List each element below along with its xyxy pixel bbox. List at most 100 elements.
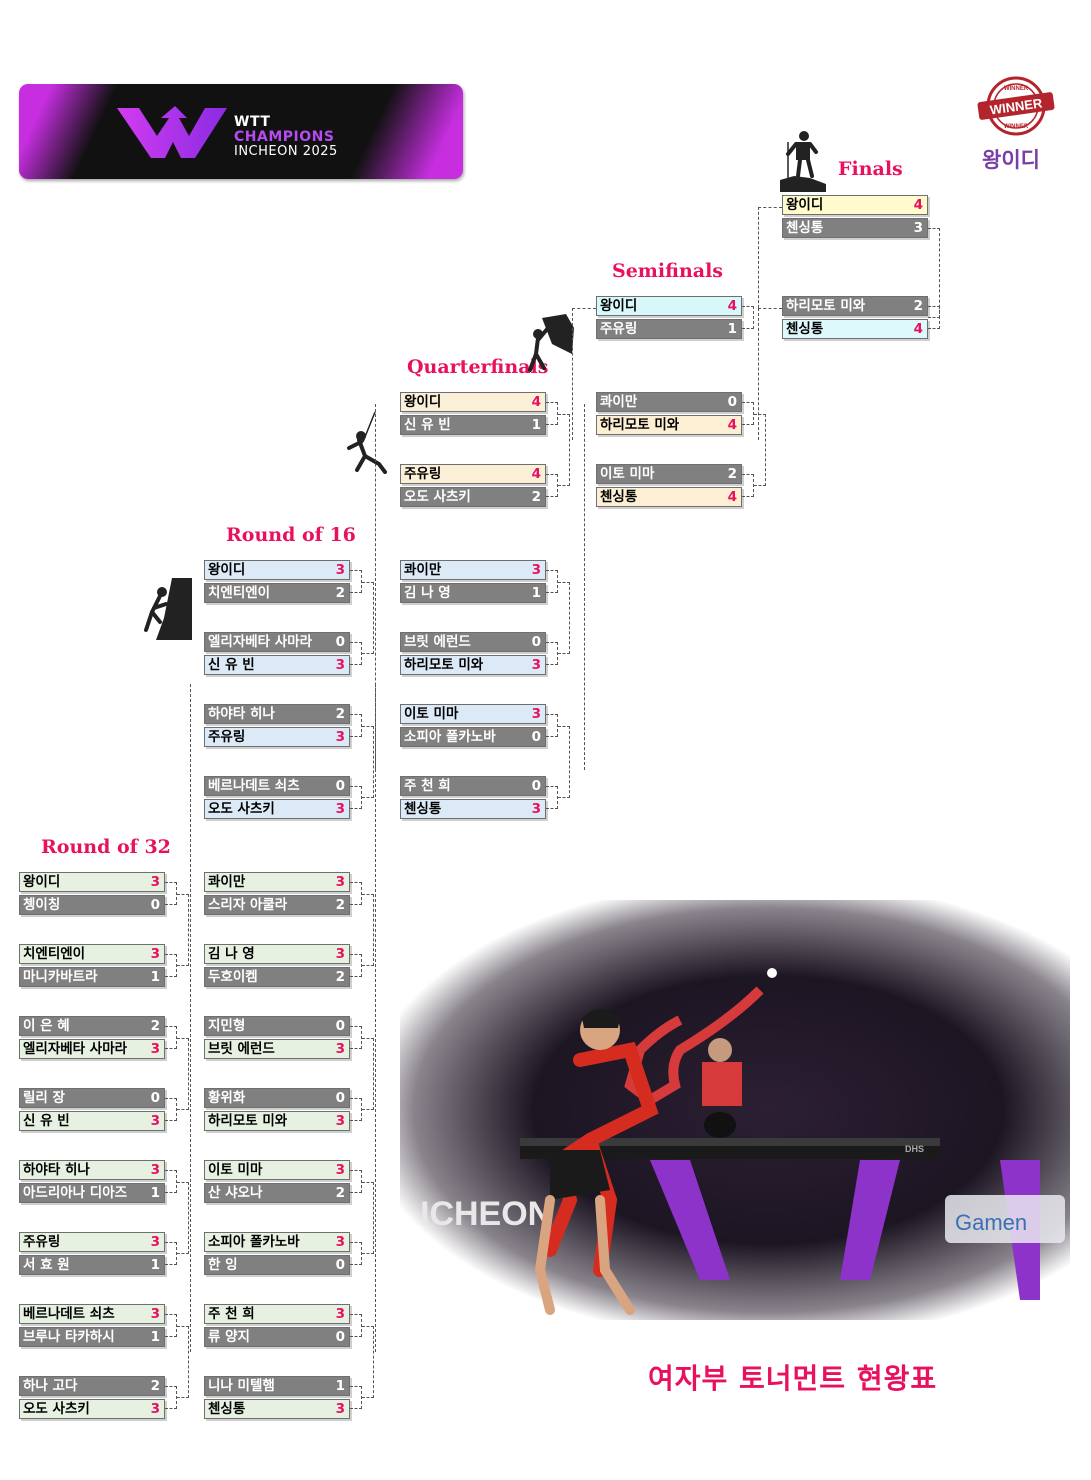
player-box-r32-12-1: 산 샤오나 2 bbox=[204, 1183, 350, 1203]
player-score: 3 bbox=[150, 1162, 160, 1178]
event-banner: WTT CHAMPIONS INCHEON 2025 bbox=[19, 84, 463, 179]
player-score: 4 bbox=[727, 298, 737, 314]
player-score: 3 bbox=[531, 706, 541, 722]
final-link bbox=[758, 207, 782, 208]
player-name: 산 샤오나 bbox=[208, 1185, 263, 1201]
player-name: 왕이디 bbox=[23, 874, 61, 890]
player-box-r16-2-1: 주유링 3 bbox=[204, 727, 350, 747]
player-name: 브루나 타카하시 bbox=[23, 1329, 115, 1345]
player-name: 하리모토 미와 bbox=[208, 1113, 288, 1129]
player-name: 콰이만 bbox=[600, 394, 638, 410]
player-score: 2 bbox=[531, 489, 541, 505]
player-name: 주유링 bbox=[404, 466, 442, 482]
player-name: 왕이디 bbox=[600, 298, 638, 314]
player-name: 하리모토 미와 bbox=[600, 417, 680, 433]
player-score: 3 bbox=[335, 729, 345, 745]
player-score: 1 bbox=[531, 417, 541, 433]
title-semifinals: Semifinals bbox=[612, 260, 723, 282]
player-box-r16-5-0: 브릿 에런드 0 bbox=[400, 632, 546, 652]
player-name: 베르나데트 쇠츠 bbox=[208, 778, 300, 794]
match-connector-r32-1-0 bbox=[350, 882, 362, 905]
player-score: 4 bbox=[727, 417, 737, 433]
match-connector-r32-0-4 bbox=[165, 1170, 177, 1193]
player-score: 2 bbox=[335, 1185, 345, 1201]
climber-2-icon bbox=[347, 412, 387, 474]
player-name: 하야타 히나 bbox=[208, 706, 275, 722]
player-box-r16-7-0: 주 천 희 0 bbox=[400, 776, 546, 796]
match-connector-r32-1-7 bbox=[350, 1386, 362, 1409]
player-score: 3 bbox=[335, 801, 345, 817]
player-score: 0 bbox=[335, 1018, 345, 1034]
player-name: 니나 미텔햄 bbox=[208, 1378, 275, 1394]
player-box-r16-6-0: 이토 미마 3 bbox=[400, 704, 546, 724]
match-connector-r32-0-0 bbox=[165, 882, 177, 905]
player-score: 0 bbox=[531, 778, 541, 794]
player-name: 왕이디 bbox=[208, 562, 246, 578]
player-score: 3 bbox=[335, 1401, 345, 1417]
svg-text:ICHEON: ICHEON bbox=[420, 1195, 552, 1233]
player-name: 브릿 에런드 bbox=[404, 634, 471, 650]
player-score: 4 bbox=[531, 466, 541, 482]
match-connector-r32-1-2 bbox=[350, 1026, 362, 1049]
player-box-r32-11-1: 하리모토 미와 3 bbox=[204, 1111, 350, 1131]
player-score: 0 bbox=[531, 634, 541, 650]
player-score: 0 bbox=[150, 897, 160, 913]
pair-connector-r32-1-1 bbox=[362, 1038, 374, 1110]
svg-text:DHS: DHS bbox=[905, 1144, 924, 1154]
player-name: 지민형 bbox=[208, 1018, 246, 1034]
player-score: 3 bbox=[335, 1306, 345, 1322]
player-score: 3 bbox=[335, 562, 345, 578]
player-score: 3 bbox=[335, 1113, 345, 1129]
player-score: 3 bbox=[335, 657, 345, 673]
player-name: 치엔티엔이 bbox=[208, 585, 271, 601]
player-name: 주 천 희 bbox=[404, 778, 451, 794]
pair-connector-r32-0-0 bbox=[177, 894, 189, 966]
player-score: 1 bbox=[150, 969, 160, 985]
sf-link-left bbox=[572, 308, 596, 309]
sf-trunk-left bbox=[572, 308, 573, 440]
player-name: 김 나 영 bbox=[208, 946, 255, 962]
player-name: 두호이켐 bbox=[208, 969, 258, 985]
match-connector-r32-0-6 bbox=[165, 1314, 177, 1337]
player-score: 1 bbox=[150, 1329, 160, 1345]
player-score: 3 bbox=[150, 1306, 160, 1322]
pair-connector-r16-0-0 bbox=[362, 582, 374, 654]
player-name: 주유링 bbox=[208, 729, 246, 745]
match-connector-r32-1-4 bbox=[350, 1170, 362, 1193]
pair-connector-r32-0-2 bbox=[177, 1182, 189, 1254]
match-connector-qf-1-1 bbox=[742, 474, 754, 497]
match-connector-sf-0 bbox=[742, 306, 754, 329]
match-connector-r32-1-5 bbox=[350, 1242, 362, 1265]
player-name: 신 유 빈 bbox=[404, 417, 451, 433]
player-score: 3 bbox=[150, 946, 160, 962]
match-connector-r32-1-3 bbox=[350, 1098, 362, 1121]
final-connector-right bbox=[928, 228, 940, 318]
player-name: 이토 미마 bbox=[404, 706, 459, 722]
qf-trunk-right bbox=[584, 404, 585, 770]
player-score: 2 bbox=[335, 706, 345, 722]
player-score: 3 bbox=[531, 562, 541, 578]
title-round-of-16: Round of 16 bbox=[226, 524, 356, 546]
